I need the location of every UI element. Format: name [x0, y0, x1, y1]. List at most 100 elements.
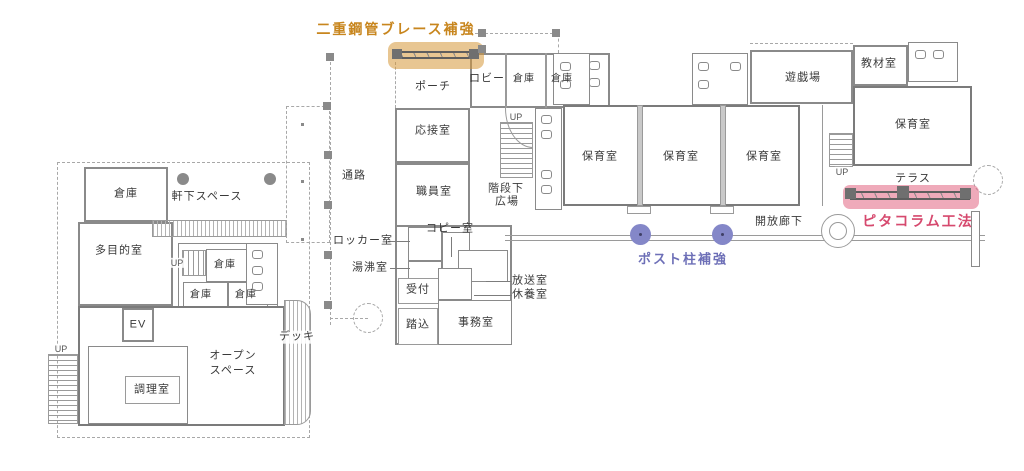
room-label-storage-b1: 倉庫: [190, 289, 212, 301]
room-entry-step: [398, 308, 438, 345]
room-locker: [408, 227, 442, 261]
room-label-porch: ポーチ: [415, 80, 451, 93]
column-circle: [264, 173, 276, 185]
room-label-storage-m1: 倉庫: [513, 73, 535, 85]
nursery-row-block: [563, 105, 800, 206]
room-label-elevator: EV: [129, 318, 147, 331]
kitchen-island: [125, 376, 180, 404]
room-label-reception: 受付: [406, 283, 430, 296]
stairs-up-label: UP: [169, 257, 185, 269]
room-label-open-space-2: スペース: [209, 364, 257, 377]
toilet-fixture-icon: [698, 80, 709, 89]
pita-column: [845, 188, 856, 199]
room-label-storage-mid: 倉庫: [214, 259, 236, 271]
leader-line: [474, 295, 512, 296]
toilet-fixture-icon: [541, 185, 552, 194]
room-label-rest: 休養室: [512, 288, 548, 301]
room-label-storage-nw: 倉庫: [114, 187, 138, 200]
stairs-up-label: UP: [53, 343, 69, 355]
east-stairs: [829, 133, 853, 167]
room-label-playroom: 遊戯場: [785, 71, 821, 84]
column-marker: [478, 45, 486, 53]
partition: [505, 53, 507, 108]
toilet-fixture-icon: [252, 282, 263, 291]
room-label-terrace: テラス: [895, 172, 931, 185]
room-elevator: [122, 308, 154, 342]
partition-wall: [720, 105, 726, 206]
survey-dot: [301, 180, 304, 183]
stairs-up-label: UP: [508, 111, 524, 123]
room-label-boiler: 湯沸室: [352, 261, 388, 274]
porch-edge: [395, 62, 396, 108]
annex-site-boundary: [57, 162, 310, 438]
colonnade-dashed-line: [330, 57, 331, 325]
deck-hatch: [284, 300, 311, 425]
room-label-nursery-3: 保育室: [746, 150, 782, 163]
room-label-entry-step: 踏込: [406, 318, 430, 331]
room-label-materials: 教材室: [861, 57, 897, 70]
post-annotation-label: ポスト柱補強: [637, 251, 729, 267]
leader-line: [390, 268, 410, 269]
column-marker: [324, 201, 332, 209]
room-label-understairs-2: 広場: [495, 195, 519, 208]
room-rest: [438, 268, 472, 300]
entry-swing-arc: [353, 303, 383, 333]
toilet-fixture-icon: [730, 62, 741, 71]
room-label-lobby: ロビー: [469, 72, 505, 85]
toilet-fixture-icon: [589, 61, 600, 70]
door-swing-arc: [973, 165, 1003, 195]
toilet-fixture-icon: [698, 62, 709, 71]
room-label-locker: ロッカー室: [333, 234, 393, 247]
column-marker: [326, 53, 334, 61]
partition: [545, 53, 547, 108]
post-column-circle: [630, 224, 651, 245]
entry-dashed-line: [330, 318, 368, 319]
room-label-reception-parlor: 応接室: [415, 124, 451, 137]
toilet-fixture-icon: [589, 78, 600, 87]
row-toilet-a: [553, 53, 590, 105]
post-column-circle: [712, 224, 733, 245]
leader-line: [451, 237, 452, 257]
survey-dot: [301, 238, 304, 241]
brace-column: [469, 49, 479, 59]
pita-column: [960, 188, 971, 199]
leader-line: [388, 241, 410, 242]
toilet-fixture-icon: [252, 250, 263, 259]
pita-column: [897, 186, 909, 198]
room-label-nokishita: 軒下スペース: [171, 190, 243, 203]
column-marker: [323, 102, 331, 110]
room-label-understairs-1: 階段下: [488, 182, 524, 195]
column-marker: [478, 29, 486, 37]
room-label-broadcast: 放送室: [512, 274, 548, 287]
east-wall-piece: [971, 211, 980, 267]
main-stairs: [500, 122, 533, 178]
room-label-nursery-1: 保育室: [582, 150, 618, 163]
toilet-fixture-icon: [541, 130, 552, 139]
room-label-kitchen: 調理室: [134, 383, 170, 396]
room-label-nursery-east: 保育室: [895, 118, 931, 131]
brace-annotation-label: 二重鋼管ブレース補強: [316, 21, 476, 37]
column-circle: [177, 173, 189, 185]
survey-dot: [301, 123, 304, 126]
toilet-fixture-icon: [252, 266, 263, 275]
room-label-storage-b2: 倉庫: [235, 289, 257, 301]
toilet-fixture-icon: [541, 115, 552, 124]
room-materials: [853, 45, 908, 86]
annex-stairs: [182, 250, 206, 276]
room-label-storage-m2: 倉庫: [551, 73, 573, 85]
corridor-wall: [822, 105, 823, 206]
toilet-fixture-icon: [541, 170, 552, 179]
pita-annotation-label: ピタコラム工法: [862, 213, 974, 229]
room-label-copy: コピー室: [426, 222, 474, 235]
column-marker: [552, 29, 560, 37]
room-broadcast: [458, 250, 508, 282]
veranda-step: [627, 206, 651, 214]
braced-wall: [402, 51, 469, 59]
toilet-fixture-icon: [560, 62, 571, 71]
exterior-stairs: [48, 354, 78, 424]
room-storage-mid: [206, 249, 247, 282]
column-marker: [324, 251, 332, 259]
planter-circle-inner: [829, 222, 847, 240]
canopy-dashed-line: [470, 33, 558, 34]
